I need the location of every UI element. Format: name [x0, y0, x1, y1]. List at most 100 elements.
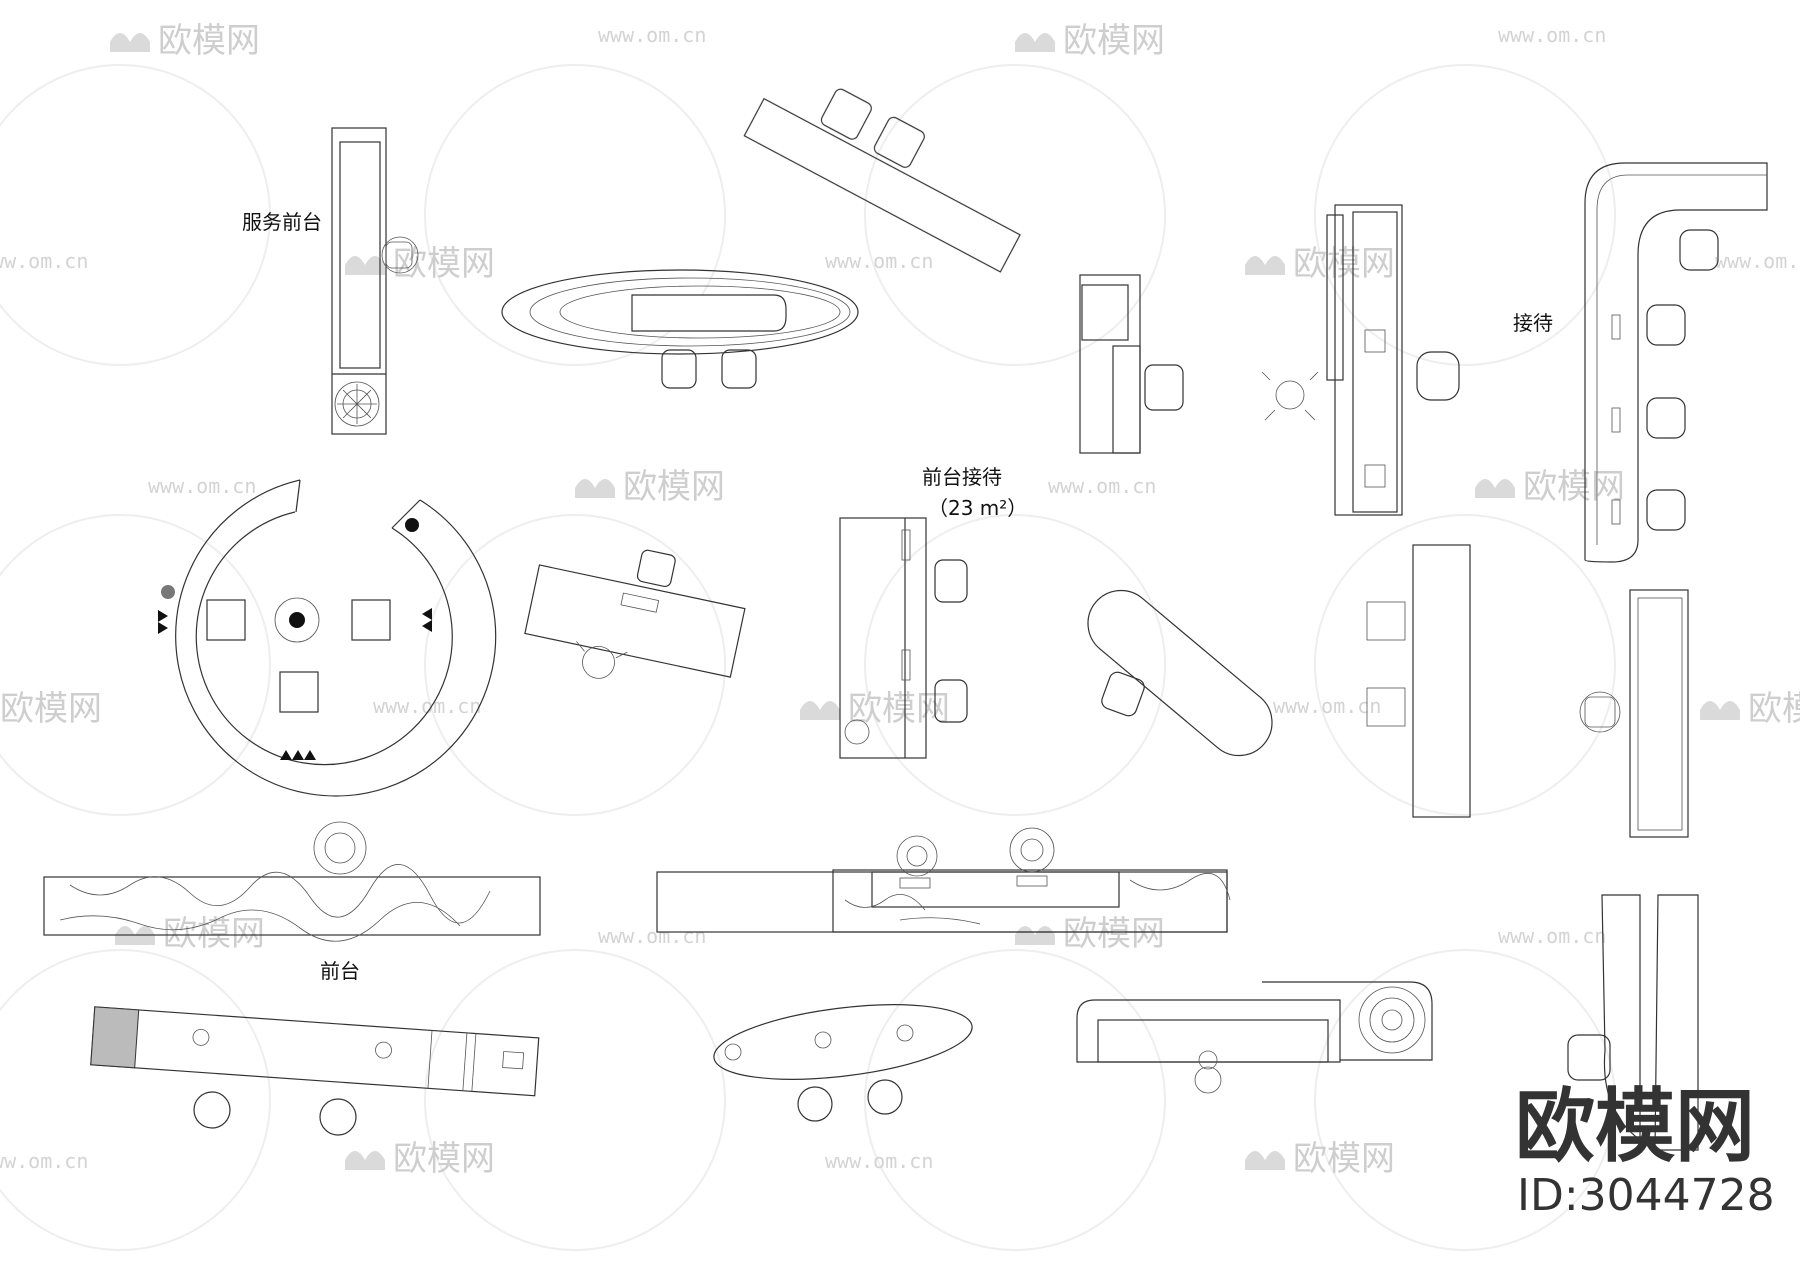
lounge-chair-icon [1416, 351, 1460, 401]
lounge-chair-icon [721, 349, 757, 389]
oval-reception-desk [713, 1004, 973, 1122]
svg-text:欧模网: 欧模网 [0, 689, 102, 729]
svg-text:欧模网: 欧模网 [1293, 244, 1395, 284]
elliptical-desk [501, 269, 859, 389]
lounge-chair-icon [1646, 397, 1686, 439]
watermark-brand: 欧模网 [345, 244, 495, 284]
marble-front-desk [43, 821, 541, 942]
watermark-url: www.om.cn [598, 23, 706, 47]
label-reception: 接待 [1513, 311, 1553, 335]
watermark-url: www.om.cn [1048, 474, 1156, 498]
lounge-chair-icon [1101, 671, 1145, 717]
svg-text:欧模网: 欧模网 [1523, 467, 1625, 507]
office-chair-icon [1009, 827, 1055, 873]
watermark-url: www.om.cn [1715, 249, 1800, 273]
long-marble-reception [656, 827, 1231, 933]
stool-icon [351, 599, 391, 641]
office-chair-icon [896, 835, 938, 877]
telephone-icon [1611, 499, 1621, 525]
watermark-brand: 欧模网 [115, 914, 265, 954]
monitor-icon [502, 1051, 525, 1070]
keyboard-icon [899, 877, 931, 889]
watermark-brand: 欧模网 [1245, 1139, 1395, 1179]
stool-icon [206, 599, 246, 641]
chair-icon [1366, 687, 1406, 727]
watermark-url: www.om.cn [1498, 924, 1606, 948]
bar-stool-icon [319, 1098, 357, 1136]
person-icon [1194, 1050, 1222, 1094]
stool-icon [279, 671, 319, 713]
watermark-layer: 欧模网 欧模网 欧模网 欧模网 欧模网 欧模网 欧模网 欧模网 [0, 21, 1800, 1251]
potted-plant-icon [1358, 986, 1426, 1054]
watermark-url: www.om.cn [1498, 23, 1606, 47]
monitor-icon [1364, 329, 1386, 353]
svg-text:欧模网: 欧模网 [848, 689, 950, 729]
circular-ring-desk [158, 479, 497, 797]
lounge-chair-icon [1679, 229, 1719, 271]
slanted-desk [1567, 894, 1699, 1151]
person-icon [1261, 371, 1319, 421]
office-chair-icon [1579, 691, 1621, 733]
bar-stool-icon [867, 1079, 903, 1115]
label-service-desk: 服务前台 [242, 210, 322, 234]
watermark-brand: 欧模网 [110, 21, 260, 61]
lounge-chair-icon [313, 821, 367, 875]
telephone-icon [814, 1031, 832, 1049]
watermark-brand: 欧模网 [1015, 21, 1165, 61]
svg-text:欧模网: 欧模网 [158, 21, 260, 61]
watermark-url: www.om.cn [148, 474, 256, 498]
watermark-brand: 欧模网 [575, 467, 725, 507]
label-front-reception-area: （23 m²） [928, 496, 1027, 520]
chair-marker-icon [422, 608, 432, 632]
monitor-icon [1364, 464, 1386, 488]
chair-marker-icon [158, 610, 168, 634]
curved-reception-counter [1584, 162, 1768, 563]
l-shaped-desk [1079, 274, 1184, 454]
keyboard-icon [1016, 875, 1048, 887]
watermark-url: www.om.cn [373, 694, 481, 718]
watermark-brand: 欧模网 [0, 689, 102, 729]
office-chair-icon [934, 559, 968, 603]
chair-marker-icon [280, 750, 316, 760]
watermark-url: www.om.cn [0, 1149, 88, 1173]
svg-text:欧模网: 欧模网 [1293, 1139, 1395, 1179]
office-chair-icon [381, 236, 419, 274]
floor-drain-icon [844, 719, 870, 745]
office-chair-icon [1144, 364, 1184, 411]
svg-text:欧模网: 欧模网 [393, 1139, 495, 1179]
angled-work-desk [524, 549, 746, 679]
potted-plant-icon [334, 381, 380, 427]
oval-island-desk [1087, 589, 1273, 757]
watermark-url: www.om.cn [598, 924, 706, 948]
svg-text:欧模网: 欧模网 [1063, 21, 1165, 61]
bar-stool-icon [797, 1086, 833, 1122]
angled-bar-desk [90, 1006, 540, 1097]
watermark-url: www.om.cn [1273, 694, 1381, 718]
lounge-chair-icon [661, 349, 697, 389]
lounge-chair-icon [1567, 1034, 1611, 1081]
keyboard-icon [620, 592, 660, 613]
svg-text:欧模网: 欧模网 [163, 914, 265, 954]
brand-id: ID:3044728 [1517, 1170, 1775, 1221]
service-desk-vertical [331, 127, 419, 435]
watermark-brand: 欧模网 [345, 1139, 495, 1179]
watermark-url: www.om.cn [825, 1149, 933, 1173]
label-front-reception: 前台接待 [922, 465, 1002, 489]
keyboard-icon [901, 649, 911, 681]
watermark-url: www.om.cn [0, 249, 88, 273]
telephone-icon [192, 1028, 210, 1046]
svg-text:欧模网: 欧模网 [1063, 914, 1165, 954]
office-chair-icon [934, 679, 968, 723]
lounge-chair-icon [1646, 304, 1686, 346]
narrow-desk-right [1579, 589, 1689, 838]
chair-icon [1366, 601, 1406, 641]
tall-counter [1366, 544, 1471, 818]
front-reception-desk [839, 517, 968, 759]
label-front-desk: 前台 [320, 959, 360, 983]
svg-text:欧模网: 欧模网 [1748, 689, 1800, 729]
lounge-chair-icon [1646, 489, 1686, 531]
brand-logo-text: 欧模网 [1515, 1080, 1755, 1173]
telephone-icon [1611, 314, 1621, 340]
watermark-brand: 欧模网 [1700, 689, 1800, 729]
